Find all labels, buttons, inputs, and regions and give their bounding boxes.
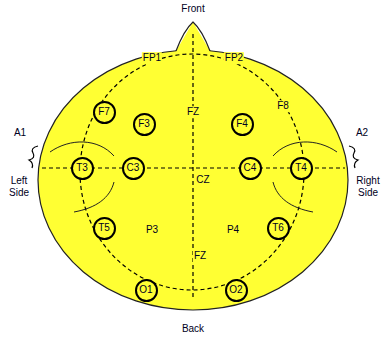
ear-line (273, 182, 313, 212)
electrode-circle: F3 (133, 113, 156, 136)
electrode-circle: T3 (71, 157, 94, 180)
electrode-name: F3 (138, 119, 150, 129)
electrode-label: P3 (145, 224, 159, 236)
electrode-circle: C3 (122, 157, 145, 180)
electrode-name: C3 (127, 163, 140, 173)
electrode-label: FP1 (142, 52, 162, 64)
head-shape (38, 50, 348, 310)
ear-clip (349, 146, 358, 168)
ear-clip (29, 146, 38, 168)
ear-electrode-label: A2 (356, 127, 368, 139)
dashed-circle (80, 54, 304, 290)
orientation-label: Back (182, 323, 204, 335)
orientation-label: Right Side (353, 175, 383, 198)
electrode-circle: O2 (225, 279, 248, 302)
electrode-name: F4 (236, 119, 248, 129)
orientation-label: Left Side (4, 175, 34, 198)
electrode-circle: C4 (239, 157, 262, 180)
electrode-circle: O1 (135, 279, 158, 302)
electrode-label: CZ (195, 174, 210, 186)
electrode-label: P4 (226, 224, 240, 236)
electrode-name: O1 (139, 285, 152, 295)
orientation-label: Front (181, 3, 204, 15)
electrode-name: T6 (272, 223, 284, 233)
ear-line (74, 182, 114, 212)
electrode-name: T5 (98, 223, 110, 233)
electrode-name: T4 (295, 163, 307, 173)
electrode-circle: T5 (93, 217, 116, 240)
electrode-circle: T6 (267, 217, 290, 240)
electrode-label: FP2 (224, 52, 244, 64)
electrode-name: C4 (244, 163, 257, 173)
electrode-circle: F4 (231, 113, 254, 136)
electrode-circle: T4 (290, 157, 313, 180)
electrode-label: FZ (186, 106, 200, 118)
electrode-label: FZ (193, 250, 207, 262)
ear-line (50, 142, 114, 156)
ear-line (273, 142, 337, 156)
ear-electrode-label: A1 (14, 127, 26, 139)
electrode-name: O2 (229, 285, 242, 295)
electrode-label: F8 (276, 100, 290, 112)
electrode-circle: F7 (93, 101, 116, 124)
electrode-name: F7 (98, 107, 110, 117)
electrode-name: T3 (76, 163, 88, 173)
